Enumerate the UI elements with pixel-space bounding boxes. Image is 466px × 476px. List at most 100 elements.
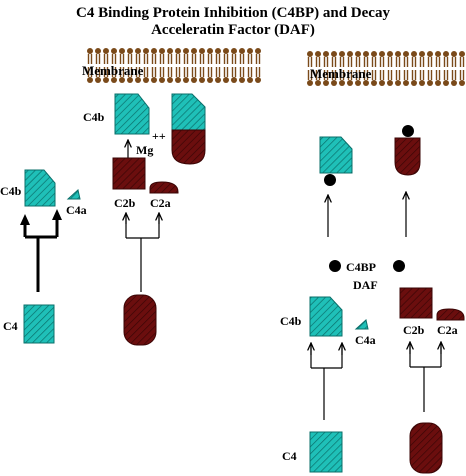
lipid-head bbox=[102, 47, 110, 65]
right-c4a-shape bbox=[354, 319, 369, 330]
right-c2b-shape bbox=[399, 287, 433, 319]
lipid-head bbox=[378, 50, 386, 68]
lipid-head bbox=[410, 69, 418, 87]
left-mg-label: Mg bbox=[136, 143, 153, 157]
lipid-head bbox=[450, 50, 458, 68]
lipid-head bbox=[254, 66, 262, 84]
lipid-head bbox=[426, 50, 434, 68]
lipid-head bbox=[370, 69, 378, 87]
left-membrane-c4b-label: C4b bbox=[83, 110, 105, 124]
lipid-head bbox=[386, 50, 394, 68]
right-c4bp-dot bbox=[329, 260, 341, 272]
lipid-head bbox=[110, 47, 118, 65]
left-c4a-label: C4a bbox=[66, 203, 87, 217]
right-top-daf-dot bbox=[402, 125, 414, 137]
lipid-head bbox=[458, 69, 466, 87]
left-c2b-shape bbox=[112, 157, 146, 190]
title-line-1: C4 Binding Protein Inhibition (C4BP) and… bbox=[76, 5, 390, 21]
lipid-head bbox=[150, 47, 158, 65]
lipid-head bbox=[442, 69, 450, 87]
left-c2-fork bbox=[125, 215, 160, 292]
lipid-head bbox=[434, 69, 442, 87]
lipid-head bbox=[222, 66, 230, 84]
lipid-head bbox=[434, 50, 442, 68]
right-c2-shape bbox=[409, 422, 443, 474]
right-inhibitor-label-2: DAF bbox=[353, 278, 378, 292]
lipid-head bbox=[362, 50, 370, 68]
lipid-head bbox=[458, 50, 466, 68]
lipid-head bbox=[418, 69, 426, 87]
lipid-head bbox=[222, 47, 230, 65]
lipid-head bbox=[418, 50, 426, 68]
right-c4b-shape bbox=[309, 296, 343, 337]
right-c4-shape bbox=[309, 431, 343, 473]
lipid-head bbox=[150, 66, 158, 84]
lipid-head bbox=[322, 50, 330, 68]
left-c2-shape bbox=[123, 294, 157, 346]
lipid-head bbox=[442, 50, 450, 68]
lipid-head bbox=[338, 50, 346, 68]
lipid-head bbox=[238, 47, 246, 65]
left-mg-superscript: ++ bbox=[152, 129, 166, 143]
right-c4b-label: C4b bbox=[280, 314, 302, 328]
right-membrane-label: Membrane bbox=[310, 66, 372, 81]
lipid-head bbox=[450, 69, 458, 87]
lipid-head bbox=[174, 66, 182, 84]
right-c2a-label: C2a bbox=[437, 323, 458, 337]
left-c4-label: C4 bbox=[3, 319, 18, 333]
lipid-head bbox=[142, 47, 150, 65]
left-c4-shape bbox=[23, 304, 55, 344]
right-inhibitor-label-1: C4BP bbox=[346, 260, 376, 274]
left-c2a-shape bbox=[149, 181, 179, 194]
lipid-head bbox=[230, 66, 238, 84]
left-membrane-label: Membrane bbox=[82, 63, 144, 78]
lipid-head bbox=[86, 47, 94, 65]
lipid-head bbox=[118, 47, 126, 65]
left-c2a-label: C2a bbox=[150, 196, 171, 210]
lipid-head bbox=[306, 50, 314, 68]
right-top-c4b-shape bbox=[319, 136, 353, 174]
lipid-head bbox=[214, 66, 222, 84]
left-c4a-shape bbox=[66, 189, 81, 200]
lipid-head bbox=[230, 47, 238, 65]
lipid-head bbox=[158, 47, 166, 65]
right-top-c2-shape bbox=[394, 137, 421, 176]
left-c4-fork-arrowhead-2 bbox=[52, 209, 62, 220]
lipid-head bbox=[386, 69, 394, 87]
left-membrane-c4b-shape bbox=[114, 93, 150, 135]
left-c4b-shape bbox=[24, 169, 56, 207]
lipid-head bbox=[378, 69, 386, 87]
left-complex-c4b-shape bbox=[171, 93, 206, 131]
left-c4-fork bbox=[23, 215, 59, 292]
lipid-head bbox=[370, 50, 378, 68]
right-c4a-label: C4a bbox=[355, 333, 376, 347]
lipid-head bbox=[394, 69, 402, 87]
left-c4b-label: C4b bbox=[0, 184, 22, 198]
lipid-head bbox=[134, 47, 142, 65]
right-c2a-shape bbox=[436, 308, 465, 321]
right-c4-fork bbox=[310, 345, 343, 420]
lipid-head bbox=[158, 66, 166, 84]
title-line-2: Acceleratin Factor (DAF) bbox=[151, 22, 315, 38]
lipid-head bbox=[426, 69, 434, 87]
lipid-head bbox=[410, 50, 418, 68]
lipid-head bbox=[166, 47, 174, 65]
left-c2b-label: C2b bbox=[114, 196, 136, 210]
lipid-head bbox=[214, 47, 222, 65]
right-top-c4bp-dot bbox=[324, 174, 336, 186]
lipid-head bbox=[238, 66, 246, 84]
lipid-head bbox=[254, 47, 262, 65]
lipid-head bbox=[198, 47, 206, 65]
right-c2-fork bbox=[409, 344, 442, 412]
lipid-head bbox=[346, 50, 354, 68]
lipid-head bbox=[182, 66, 190, 84]
lipid-head bbox=[394, 50, 402, 68]
lipid-head bbox=[206, 66, 214, 84]
lipid-head bbox=[246, 66, 254, 84]
lipid-head bbox=[402, 69, 410, 87]
lipid-head bbox=[190, 47, 198, 65]
lipid-head bbox=[94, 47, 102, 65]
lipid-head bbox=[206, 47, 214, 65]
lipid-head bbox=[190, 66, 198, 84]
